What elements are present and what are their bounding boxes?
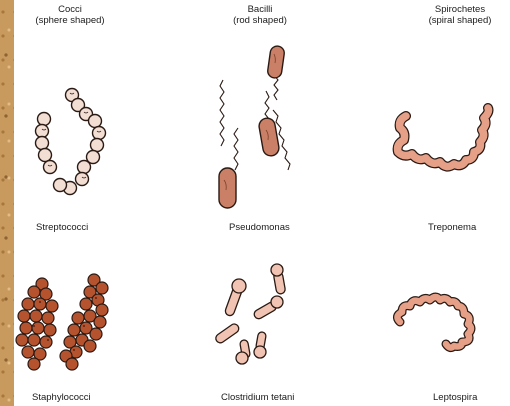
leptospira-illustration xyxy=(386,284,496,374)
header-spirochetes-subtitle: (spiral shaped) xyxy=(400,15,510,26)
clostridium-illustration xyxy=(205,262,325,372)
treponema-illustration xyxy=(380,96,510,206)
header-cocci: Cocci (sphere shaped) xyxy=(10,4,130,26)
caption-leptospira: Leptospira xyxy=(433,392,477,403)
header-bacilli-title: Bacilli xyxy=(200,4,320,15)
caption-pseudomonas: Pseudomonas xyxy=(229,222,290,233)
header-bacilli: Bacilli (rod shaped) xyxy=(200,4,320,26)
staphylococci-illustration xyxy=(14,272,124,387)
header-spirochetes-title: Spirochetes xyxy=(400,4,510,15)
header-cocci-subtitle: (sphere shaped) xyxy=(10,15,130,26)
caption-staphylococci: Staphylococci xyxy=(32,392,91,403)
caption-treponema: Treponema xyxy=(428,222,476,233)
header-bacilli-subtitle: (rod shaped) xyxy=(200,15,320,26)
streptococci-illustration xyxy=(20,75,140,205)
caption-clostridium: Clostridium tetani xyxy=(221,392,294,403)
pseudomonas-illustration xyxy=(205,40,335,215)
caption-streptococci: Streptococci xyxy=(36,222,88,233)
header-spirochetes: Spirochetes (spiral shaped) xyxy=(400,4,510,26)
header-cocci-title: Cocci xyxy=(10,4,130,15)
